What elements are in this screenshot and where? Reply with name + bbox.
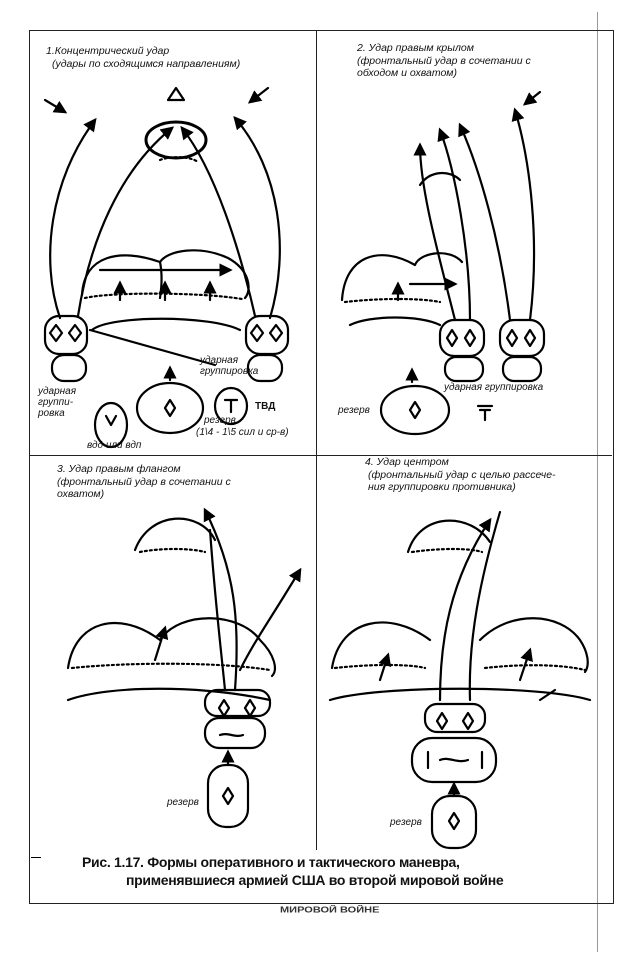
- reserve-label-3: резерв: [167, 797, 199, 808]
- main-center-arrow: [438, 517, 492, 702]
- reserve-2: [379, 384, 451, 436]
- enemy-top-lobe: [133, 517, 217, 552]
- vdd-label: вдд или вдп: [87, 440, 142, 451]
- margin-dash: [31, 857, 41, 858]
- reserve-label-2: резерв: [338, 405, 370, 416]
- own-front-line: [90, 317, 242, 332]
- tvd-reserve: [213, 386, 249, 426]
- panel-4-title: 4. Удар центром: [365, 456, 449, 468]
- tvd-label: ТВД: [255, 401, 276, 412]
- airborne-unit: [93, 401, 129, 449]
- panel-2-title: 2. Удар правым крылом: [357, 42, 474, 54]
- left-group-label: ударная группи- ровка: [38, 386, 77, 419]
- figure-caption-line-2: применявшиеся армией США во второй миров…: [126, 872, 504, 888]
- ghost-text: МИРОВОЙ ВОЙНЕ: [280, 905, 380, 915]
- airborne-drop-mark: [166, 86, 186, 102]
- reserve-ratio-label: (1\4 - 1\5 сил и ср-в): [196, 427, 289, 438]
- panel-divider-vertical-lower: [316, 455, 317, 850]
- strike-group-label-2: ударная группировка: [444, 382, 544, 393]
- center-strike-group: [423, 702, 487, 734]
- panel-2-right-wing-strike: [340, 90, 546, 436]
- enemy-front-hatch: [83, 292, 244, 301]
- reserve-1: [135, 381, 205, 435]
- panel-4-subtitle: (фронтальный удар с целью рассече- ния г…: [368, 469, 556, 493]
- panel-1-title: 1.Концентрический удар: [46, 45, 170, 57]
- panel-3-subtitle: (фронтальный удар в сочетании с охватом): [57, 476, 231, 500]
- page-edge-line: [597, 12, 598, 952]
- figure-caption-line-1: Рис. 1.17. Формы оперативного и тактичес…: [82, 854, 460, 870]
- figure-frame: [29, 30, 614, 904]
- panel-1-concentric-strike: [43, 86, 290, 449]
- panel-divider-horizontal: [29, 455, 612, 456]
- flank-strike-group: [203, 688, 272, 718]
- reserve-label-4: резерв: [390, 817, 422, 828]
- panel-divider-vertical: [316, 30, 317, 455]
- right-group-label: ударная группировка: [200, 355, 259, 377]
- panel-2-subtitle: (фронтальный удар в сочетании с обходом …: [357, 55, 531, 79]
- main-flank-arrow: [203, 507, 238, 692]
- panel-4-center-strike: [328, 510, 592, 850]
- left-outer-arrow: [49, 117, 97, 320]
- panel-1-subtitle: (удары по сходящимся направлениям): [52, 58, 241, 70]
- right-outer-arrow: [233, 116, 281, 320]
- panel-3-right-flank-strike: [66, 507, 302, 829]
- panel-3-title: 3. Удар правым флангом: [57, 463, 181, 475]
- reserve-label-1: резерв: [204, 415, 236, 426]
